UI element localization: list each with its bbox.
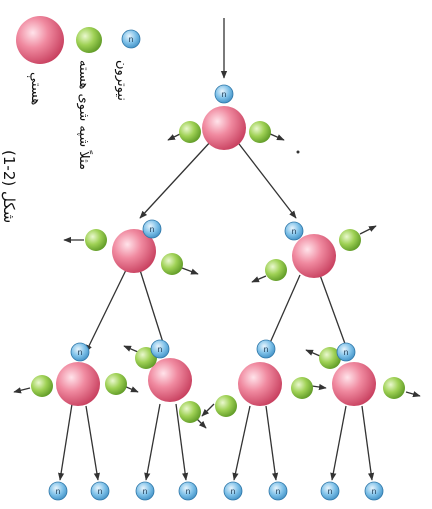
nucleus-mid-left bbox=[112, 229, 156, 273]
neutron-symbol: n bbox=[157, 345, 162, 354]
nucleus-bottom-2 bbox=[148, 358, 192, 402]
neutron-symbol: n bbox=[221, 90, 226, 99]
legend-nucleus bbox=[16, 16, 64, 64]
legend-fission-product-label: مثلاً شپه شوی هسته bbox=[76, 60, 91, 170]
figure-caption: شکل (2-1) bbox=[0, 150, 18, 224]
neutron-symbol: n bbox=[55, 487, 60, 496]
spark-dot bbox=[296, 150, 300, 154]
nucleus-bottom-3 bbox=[238, 362, 282, 406]
neutron-symbol: n bbox=[185, 487, 190, 496]
neutron-symbol: n bbox=[343, 348, 348, 357]
nuclei bbox=[16, 16, 376, 406]
neutron-symbol: n bbox=[327, 487, 332, 496]
nucleus-bottom-1 bbox=[56, 362, 100, 406]
arrow-top-to-right bbox=[235, 139, 297, 219]
legend-neutron-label: نیوترون bbox=[114, 60, 129, 101]
arrow-top-to-left bbox=[139, 139, 213, 219]
arrows bbox=[13, 18, 421, 481]
arrow-r-to-rr bbox=[319, 274, 349, 353]
neutron-symbol: n bbox=[275, 487, 280, 496]
legend-fission-product bbox=[76, 27, 102, 53]
fission-products bbox=[31, 27, 405, 423]
neutron-symbol: n bbox=[142, 487, 147, 496]
neutron-symbol: n bbox=[128, 35, 133, 44]
nucleus-bottom-4 bbox=[332, 362, 376, 406]
legend-neutron: n bbox=[121, 29, 141, 49]
neutron-symbol: n bbox=[77, 348, 82, 357]
neutron-symbol: n bbox=[371, 487, 376, 496]
neutron-symbol: n bbox=[97, 487, 102, 496]
arrow-r-to-rl bbox=[265, 274, 301, 353]
neutron-symbol: n bbox=[291, 227, 296, 236]
nucleus-top bbox=[202, 106, 246, 150]
neutrons: n n n n n n n n n n n n n n n n bbox=[48, 29, 384, 501]
neutron-symbol: n bbox=[230, 487, 235, 496]
legend-nucleus-label: هستې bbox=[28, 72, 43, 106]
arrow-l-to-lr bbox=[139, 269, 167, 353]
arrow-l-to-ll bbox=[85, 269, 127, 353]
neutron-symbol: n bbox=[149, 225, 154, 234]
neutron-symbol: n bbox=[263, 345, 268, 354]
nucleus-mid-right bbox=[292, 234, 336, 278]
